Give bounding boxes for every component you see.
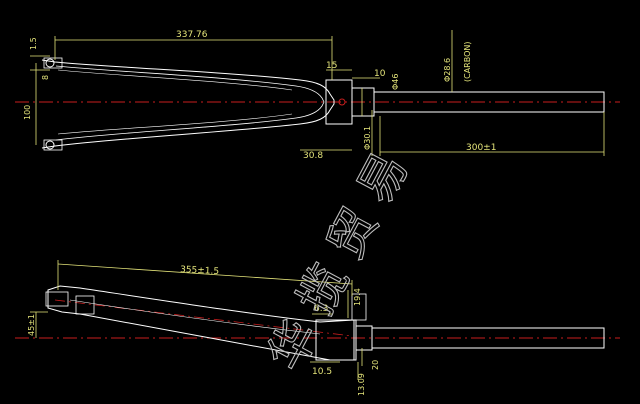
top-dropout-lower (45, 140, 55, 150)
side-view: 355±1.5 45±1 6.3 19.4 10.5 20 13.09 (15, 260, 620, 396)
top-dropout-tab-lower (43, 139, 63, 151)
dim-steerer-length: 300±1 (466, 143, 496, 153)
side-crown-block (351, 293, 367, 321)
dim-spacing: 100 (23, 105, 32, 120)
side-blade-inner (69, 299, 321, 335)
dim-rake: 45±1 (27, 314, 36, 336)
dim-dropout-top: 1.5 (29, 37, 38, 50)
dim-steerer-10: 10 (374, 69, 386, 79)
top-dropout-tab-upper (43, 57, 63, 69)
top-fork-outline (41, 59, 335, 149)
dim-crown-race: Φ30.1 (363, 126, 372, 150)
dim-crown-15: 15 (326, 61, 337, 71)
dim-axle-to-crown: 355±1.5 (180, 265, 220, 277)
top-view: 337.76 1.5 8 100 15 10 Φ46 Φ28.6 (CARBON… (15, 30, 620, 161)
watermark-text: 华 揽 贸 易 (258, 143, 419, 379)
dim-bearing-46: Φ46 (391, 74, 400, 90)
side-rake-line (54, 299, 353, 337)
side-dropout-tab (75, 295, 95, 315)
top-dropout-upper (45, 58, 55, 68)
top-fork-inner (55, 65, 325, 141)
side-steerer-tube (371, 327, 605, 349)
dim-crown-6-3: 6.3 (314, 304, 328, 314)
top-steerer-tube (373, 91, 605, 113)
dim-steerer-spec: Φ28.6 (443, 58, 452, 82)
side-dropout (45, 291, 69, 307)
dim-crown-10-5: 10.5 (312, 367, 332, 377)
dim-dropout-gap: 8 (41, 75, 50, 80)
top-fork-inner-2 (57, 69, 293, 135)
dim-material: (CARBON) (463, 42, 472, 83)
dim-crown-19-4: 19.4 (353, 288, 362, 306)
dim-overall-length: 337.76 (176, 30, 208, 40)
dim-crown-13-09: 13.09 (357, 373, 366, 396)
dim-crown-offset: 30.8 (303, 151, 323, 161)
dim-crown-20: 20 (371, 360, 380, 370)
top-crown-hole (338, 98, 346, 106)
